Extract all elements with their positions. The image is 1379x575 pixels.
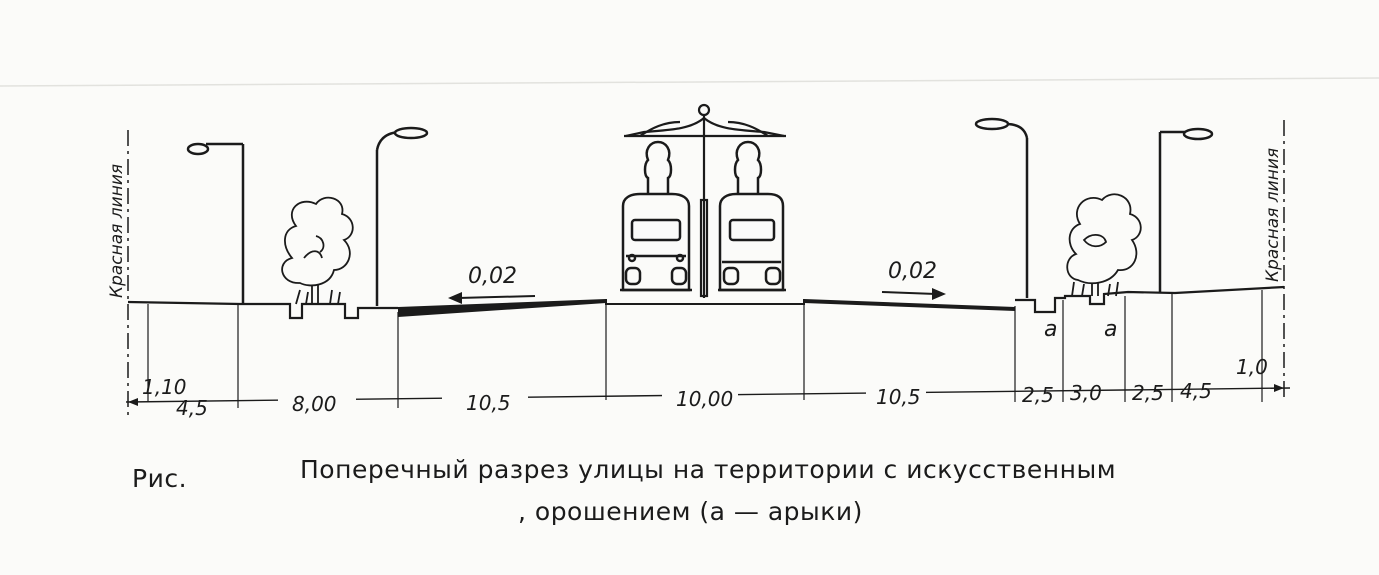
slope-label-left: 0,02	[468, 264, 517, 289]
dim-3-0: 3,0	[1070, 381, 1102, 405]
dim-10-5-left: 10,5	[466, 391, 511, 415]
dim-2-5-b: 2,5	[1132, 381, 1164, 405]
street-lamp-2	[375, 126, 429, 306]
caption-line-1: Поперечный разрез улицы на территории с …	[300, 455, 1117, 484]
slope-arrow-right	[881, 288, 946, 300]
tree-right	[1066, 193, 1142, 297]
street-lamp-1	[186, 142, 245, 304]
vehicle-bus-right	[718, 140, 786, 292]
overhead-catenary-pole	[624, 103, 786, 298]
dim-8-00: 8,00	[292, 392, 337, 416]
slope-arrow-left	[448, 292, 536, 304]
caption-line-2: , орошением (a — арыки)	[518, 497, 863, 526]
scan-fold-line	[0, 77, 1379, 87]
slope-label-right: 0,02	[888, 259, 937, 284]
dim-10-00: 10,00	[676, 387, 733, 411]
ground-profile	[127, 285, 1285, 320]
aryk-mark-left: a	[1044, 317, 1057, 342]
dimension-extension-lines	[147, 290, 1263, 408]
dim-4-5-right: 4,5	[1180, 379, 1212, 403]
vehicle-bus-left	[620, 140, 692, 292]
dim-10-5-right: 10,5	[876, 385, 921, 409]
street-lamp-3	[974, 117, 1029, 298]
dimension-labels: 1,10 4,5 8,00 10,5 10,00 10,5 2,5 3,0 2,…	[142, 355, 1268, 420]
figure-label: Рис.	[132, 464, 188, 493]
street-lamp-4	[1158, 127, 1214, 292]
dim-2-5-a: 2,5	[1022, 383, 1054, 407]
dim-1-0: 1,0	[1236, 355, 1268, 379]
red-line-label-right: Красная линия	[1263, 148, 1283, 282]
aryk-mark-right: a	[1104, 317, 1117, 342]
dim-4-5-left: 4,5	[176, 396, 208, 420]
tree-left	[281, 196, 354, 305]
red-line-label-left: Красная линия	[107, 164, 127, 298]
dim-1-10: 1,10	[142, 375, 187, 399]
